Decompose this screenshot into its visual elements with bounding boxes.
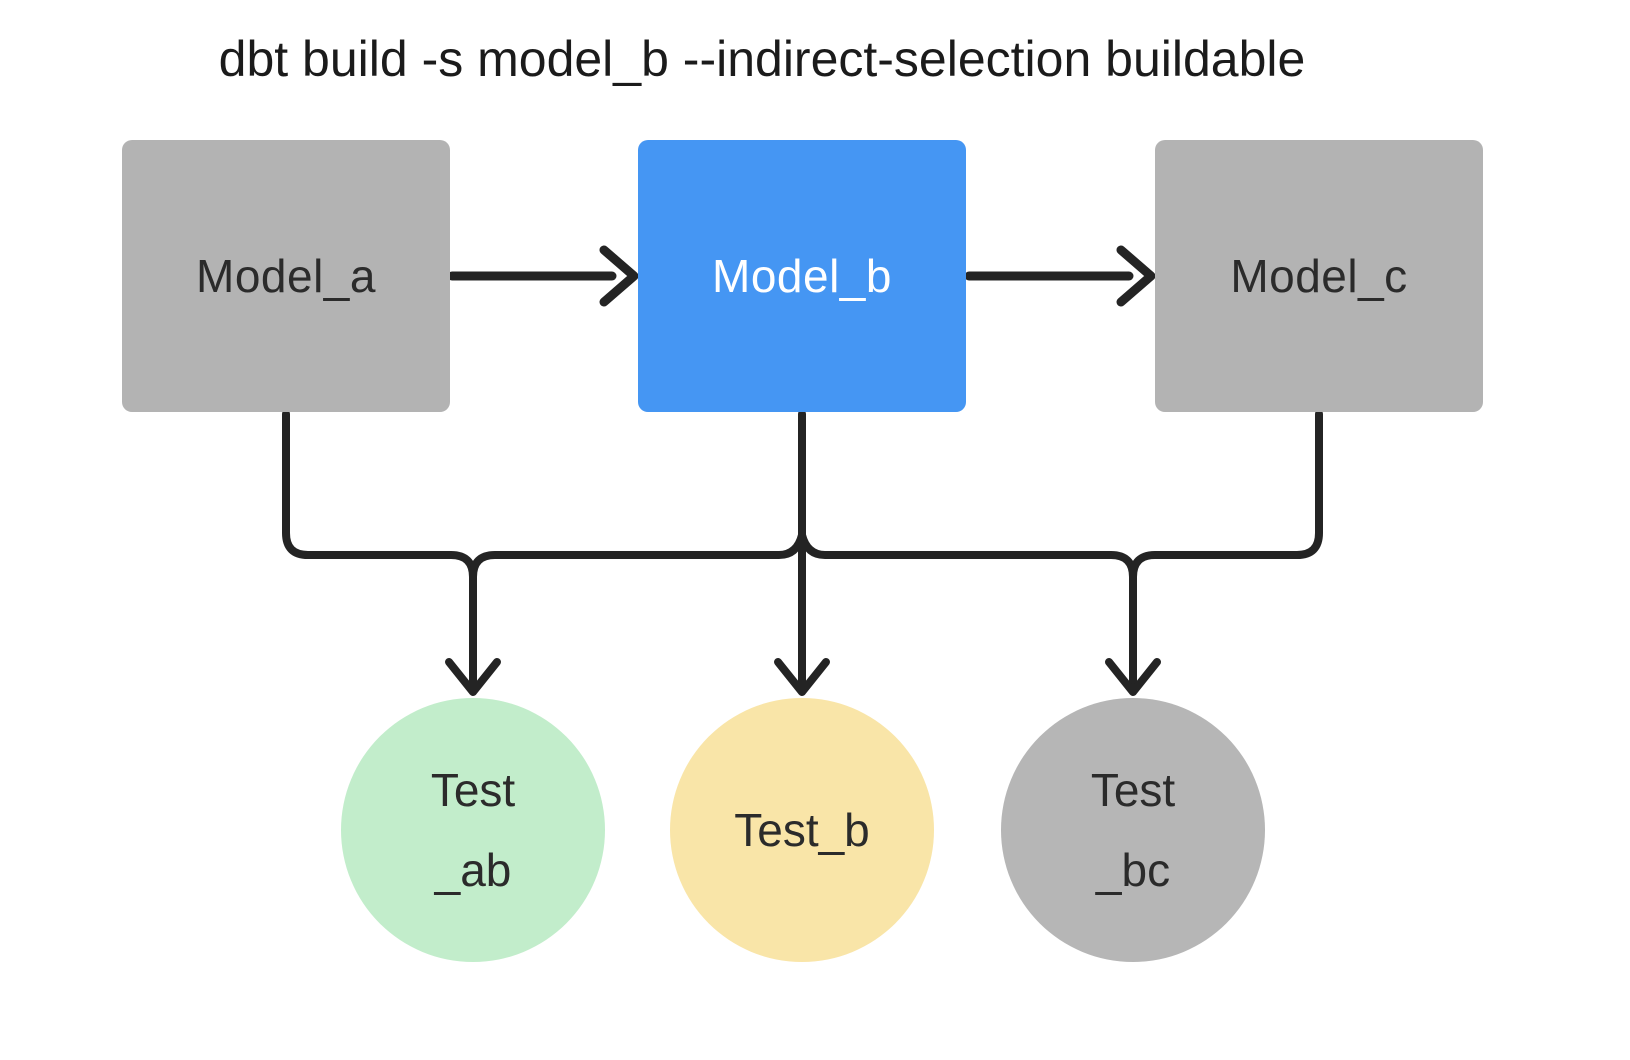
model-b-label: Model_b bbox=[712, 250, 892, 302]
test-bc-label-line2: _bc bbox=[1095, 844, 1171, 896]
test-b-label-line1: Test_b bbox=[734, 804, 870, 856]
model-node-b-selected: Model_b bbox=[638, 140, 966, 412]
arrowhead-into-test-ab bbox=[445, 658, 501, 696]
model-node-a: Model_a bbox=[122, 140, 450, 412]
test-node-b: Test_b bbox=[670, 698, 934, 962]
edge-bus-left bbox=[469, 531, 806, 581]
edge-bus-right bbox=[798, 531, 1137, 581]
edge-model-a-to-test-ab bbox=[282, 410, 477, 692]
diagram-title: dbt build -s model_b --indirect-selectio… bbox=[218, 31, 1306, 87]
model-a-label: Model_a bbox=[196, 250, 376, 302]
test-bc-label: Test _bc bbox=[1091, 750, 1175, 910]
test-ab-label: Test _ab bbox=[431, 750, 515, 910]
model-c-label: Model_c bbox=[1230, 250, 1408, 302]
arrowhead-into-test-bc bbox=[1105, 658, 1161, 696]
model-node-c: Model_c bbox=[1155, 140, 1483, 412]
arrowhead-into-test-b bbox=[774, 658, 830, 696]
test-b-label: Test_b bbox=[734, 790, 870, 870]
test-ab-label-line1: Test bbox=[430, 764, 516, 816]
test-bc-label-line1: Test bbox=[1090, 764, 1176, 816]
arrowhead-into-model-c bbox=[1116, 245, 1156, 307]
test-ab-label-line2: _ab bbox=[434, 844, 512, 896]
edge-lines bbox=[282, 245, 1323, 696]
edge-model-c-to-test-bc bbox=[1129, 410, 1323, 692]
test-node-ab: Test _ab bbox=[341, 698, 605, 962]
arrowhead-into-model-b bbox=[599, 245, 639, 307]
test-node-bc: Test _bc bbox=[1001, 698, 1265, 962]
